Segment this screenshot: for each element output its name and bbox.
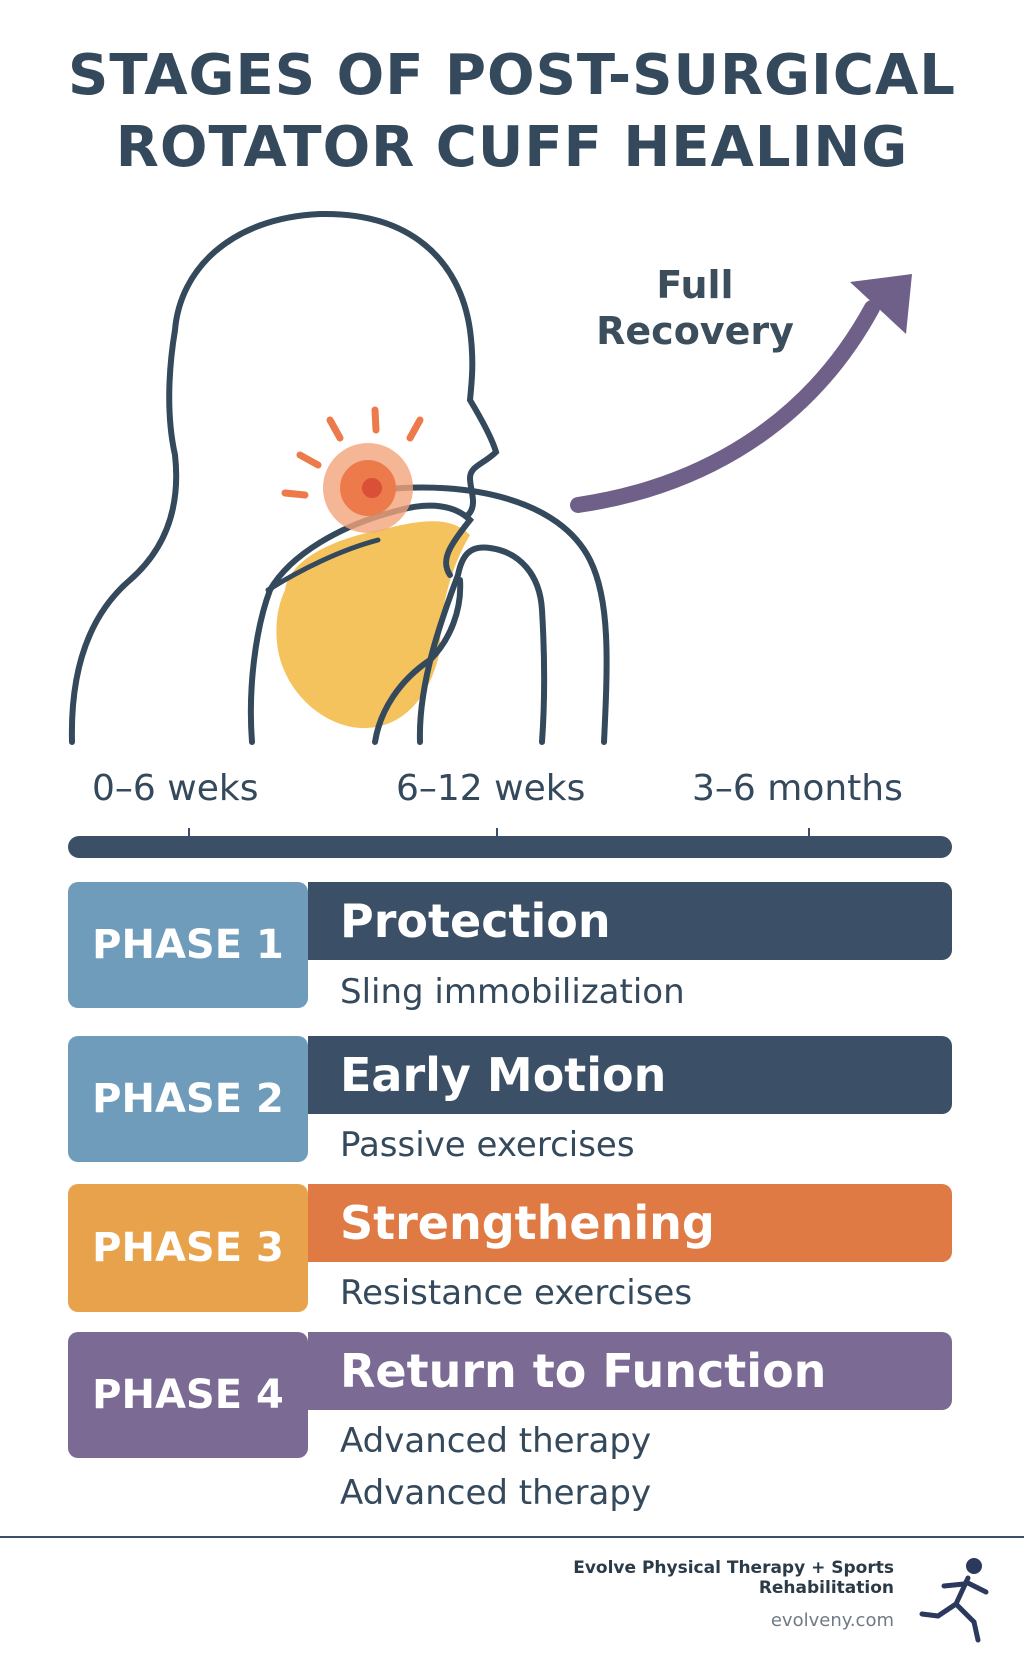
- phase-4-title: Return to Function: [308, 1332, 952, 1410]
- shoulder-highlight: [276, 521, 470, 729]
- footer-divider: [0, 1536, 1024, 1538]
- humerus-outline: [416, 544, 548, 745]
- phase-2-title: Early Motion: [308, 1036, 952, 1114]
- brand-line-1: Evolve Physical Therapy + Sports: [573, 1558, 894, 1578]
- body-outline: [68, 210, 500, 745]
- timeline-label-2: 3–6 months: [692, 768, 903, 809]
- phase-2-badge: PHASE 2: [68, 1036, 308, 1162]
- phase-4-desc-1: Advanced therapy: [340, 1421, 652, 1461]
- phase-4-desc-2: Advanced therapy: [340, 1473, 652, 1513]
- shoulder-line: [375, 484, 610, 745]
- title-line-2: ROTATOR CUFF HEALING: [115, 115, 909, 180]
- recovery-label: Full Recovery: [590, 262, 800, 354]
- timeline-tick: [188, 828, 190, 840]
- phase-2-desc: Passive exercises: [340, 1125, 635, 1165]
- pain-center: [362, 478, 382, 498]
- brand-line-2: Rehabilitation: [758, 1578, 894, 1598]
- phase-3-desc: Resistance exercises: [340, 1273, 693, 1313]
- brand-name: Evolve Physical Therapy + Sports Rehabil…: [573, 1558, 894, 1598]
- phase-1-desc: Sling immobilization: [340, 972, 685, 1012]
- phase-3-title: Strengthening: [308, 1184, 952, 1262]
- site-link[interactable]: evolveny.com: [770, 1610, 894, 1631]
- arrow-head-icon: [850, 274, 912, 334]
- shoulder-illustration: [68, 210, 912, 745]
- pain-rays-icon: [281, 406, 424, 499]
- phase-1-title: Protection: [308, 882, 952, 960]
- page-title: STAGES OF POST-SURGICAL ROTATOR CUFF HEA…: [0, 40, 1024, 184]
- timeline-tick: [496, 828, 498, 840]
- phase-4-badge: PHASE 4: [68, 1332, 308, 1458]
- runner-icon: [919, 1558, 989, 1643]
- timeline-tick: [808, 828, 810, 840]
- title-line-1: STAGES OF POST-SURGICAL: [68, 43, 956, 108]
- recovery-line-1: Full: [656, 263, 734, 307]
- inner-line: [265, 537, 381, 593]
- timeline-label-0: 0–6 weks: [92, 768, 259, 809]
- phase-3-badge: PHASE 3: [68, 1184, 308, 1312]
- phase-1-badge: PHASE 1: [68, 882, 308, 1008]
- recovery-arrow: [570, 300, 880, 513]
- timeline-bar: [68, 836, 952, 858]
- timeline-label-1: 6–12 weks: [396, 768, 586, 809]
- bone-curve: [372, 577, 464, 745]
- recovery-line-2: Recovery: [596, 309, 794, 353]
